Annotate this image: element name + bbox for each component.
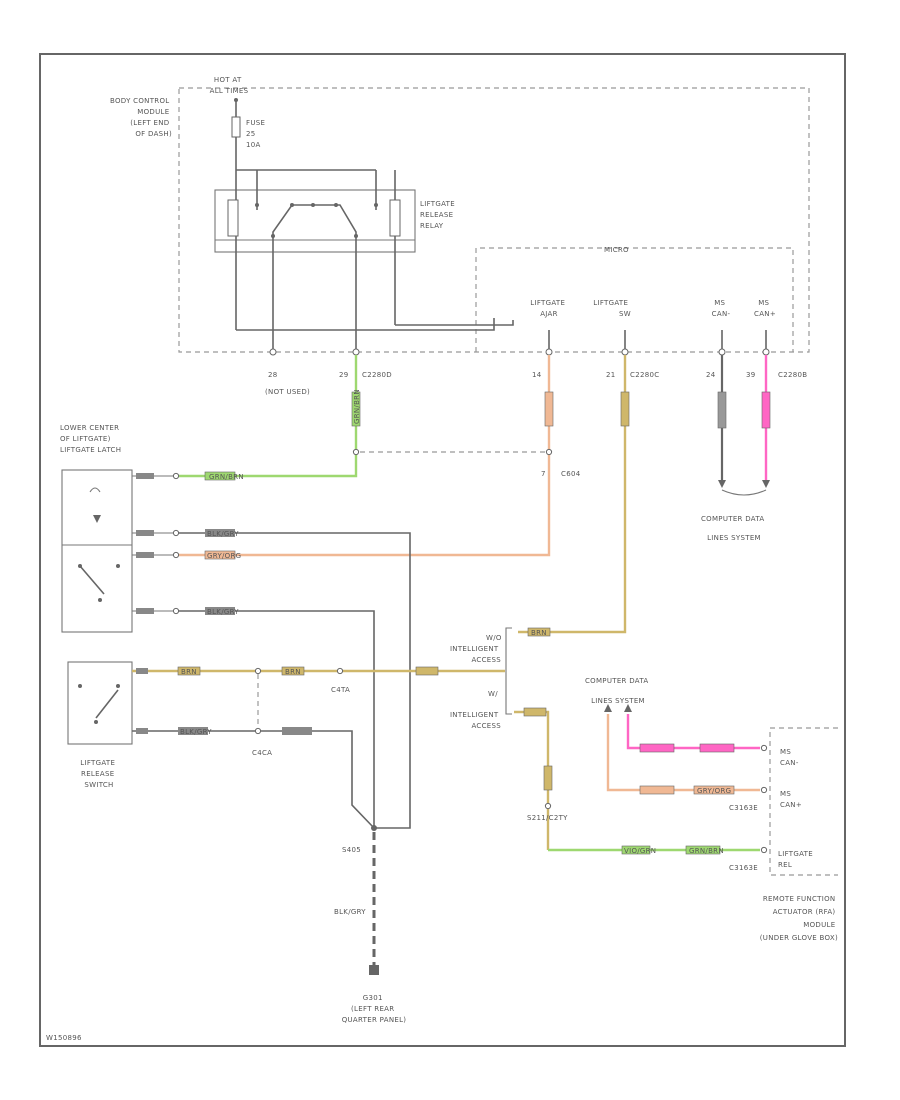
ground-wire-label: BLK/GRY (334, 908, 366, 916)
bcm-connector-pins (269, 348, 770, 356)
c2280c-label: C2280C (630, 371, 659, 379)
wire-label-gry-org: GRY/ORG (207, 552, 241, 560)
bcm-boundary (178, 87, 810, 353)
wire-label-grn-brn-3: GRN/BRN (689, 847, 724, 855)
c604-label: C604 (561, 470, 581, 478)
reference-code: W150896 (46, 1034, 82, 1042)
pin-39: 39 (746, 371, 756, 379)
arrow-icon (624, 704, 632, 712)
wire-label-grn-brn-1: GRN/BRN (209, 473, 244, 481)
pin-28: 28 (268, 371, 278, 379)
micro-boundary (475, 247, 794, 352)
ia-pin-1: W/O (486, 634, 502, 642)
wire-label-grn-brn-2: GRN/BRN (353, 389, 361, 424)
conn-liftgate-sw-label: LIFTGATE SW (593, 299, 631, 318)
wire-grn-brn (178, 355, 358, 478)
s405-label: S405 (342, 846, 361, 854)
pin-29: 29 (339, 371, 349, 379)
arrow-icon (604, 704, 612, 712)
conn-can-plus-label: MS CAN+ (754, 299, 776, 318)
wire-label-brn-1: BRN (531, 629, 547, 637)
relay-label: LIFTGATE RELEASE RELAY (420, 200, 457, 230)
fuse-icon (231, 116, 241, 138)
conn-liftgate-ajar-label: LIFTGATE AJAR (530, 299, 567, 318)
rfa-can-plus-label: MS CAN+ (780, 790, 802, 809)
liftgate-release-switch (67, 661, 133, 745)
intelligent-access-label-2: INTELLIGENT ACCESS (450, 711, 501, 730)
rfa-can-minus-label: MS CAN- (780, 748, 799, 767)
wire-gry-org (178, 355, 551, 557)
hot-at-all-times-label: HOT AT ALL TIMES (210, 76, 249, 95)
c4ta-label: C4TA (331, 686, 350, 694)
pin-21: 21 (606, 371, 616, 379)
ground-icon (369, 965, 379, 975)
micro-label: MICRO (604, 246, 629, 254)
wire-blk-gry-2 (178, 610, 375, 828)
wire-brn-1 (518, 355, 627, 634)
c604-pin: 7 (541, 470, 546, 478)
arrow-icon (718, 480, 726, 488)
wire-label-blk-gry-3: BLK/GRY (180, 728, 212, 736)
lower-center-label: LOWER CENTER OF LIFTGATE) LIFTGATE LATCH (60, 424, 122, 454)
c4ca-label: C4CA (252, 749, 272, 757)
fuse-label: FUSE 25 10A (246, 119, 268, 149)
wire-label-vio-grn: VIO/GRN (624, 847, 656, 855)
c2280b-label: C2280B (778, 371, 807, 379)
diagram-frame (39, 53, 846, 1047)
intelligent-access-label-1: INTELLIGENT ACCESS (450, 645, 501, 664)
s211-label: S211/C2TY (527, 814, 568, 822)
g301-label: G301 (LEFT REAR QUARTER PANEL) (342, 994, 407, 1024)
wire-label-gry-org-2: GRY/ORG (697, 787, 731, 795)
wire-label-blk-gry-2: BLK/GRY (207, 608, 239, 616)
wire-rfa-can-plus (606, 714, 760, 792)
rfa-label: REMOTE FUNCTION ACTUATOR (RFA) MODULE (U… (760, 895, 838, 942)
ia-pin-2: W/ (488, 690, 498, 698)
rfa-liftgate-label: LIFTGATE REL (778, 850, 815, 869)
liftgate-release-relay (214, 169, 416, 352)
wire-label-blk-gry-1: BLK/GRY (207, 530, 239, 538)
computer-data-lines-label-2: COMPUTER DATA LINES SYSTEM (585, 677, 651, 705)
pin-14: 14 (532, 371, 542, 379)
not-used-label: (NOT USED) (265, 388, 310, 396)
arrow-icon (762, 480, 770, 488)
wire-rfa-can-minus (626, 714, 760, 750)
wire-blk-gry-3 (132, 730, 375, 829)
conn-can-minus-label: MS CAN- (712, 299, 731, 318)
pin-24: 24 (706, 371, 716, 379)
intelligent-access-bracket (505, 627, 512, 715)
wire-label-brn-2: BRN (181, 668, 197, 676)
c2280d-label: C2280D (362, 371, 392, 379)
liftgate-release-switch-label: LIFTGATE RELEASE SWITCH (80, 759, 117, 789)
c3163e-label-1: C3163E (729, 804, 758, 812)
liftgate-latch (61, 469, 178, 633)
bcm-label: BODY CONTROL MODULE (LEFT END OF DASH) (110, 97, 172, 138)
wire-brn-3 (514, 710, 550, 850)
computer-data-lines-label-1: COMPUTER DATA LINES SYSTEM (701, 515, 767, 542)
c3163e-label-2: C3163E (729, 864, 758, 872)
wire-blk-gry-1 (178, 532, 411, 829)
wire-label-brn-3: BRN (285, 668, 301, 676)
